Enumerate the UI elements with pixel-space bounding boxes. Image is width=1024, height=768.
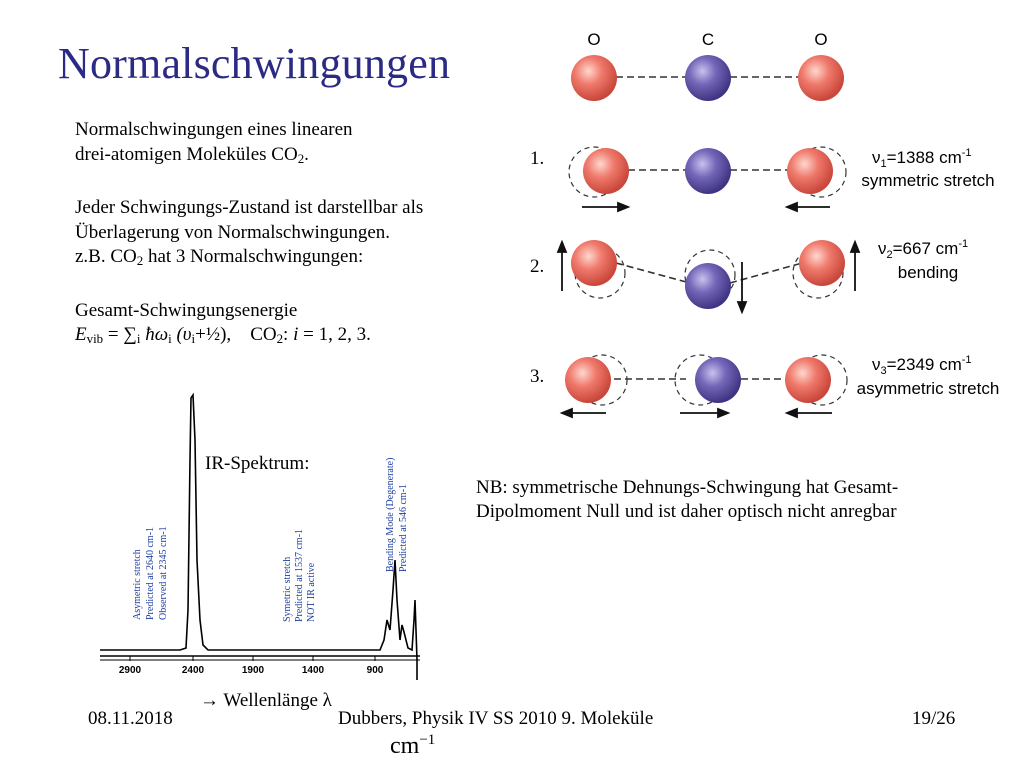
mode-label-2: ν2=667 cm-1 bending bbox=[878, 238, 968, 282]
annotation-sym: Symetric stretch Predicted at 1537 cm-1 … bbox=[282, 529, 317, 622]
arrow-down-icon bbox=[736, 262, 748, 315]
tick-label: 1400 bbox=[302, 665, 325, 676]
mode-name-3: asymmetric stretch bbox=[857, 379, 1000, 398]
mode-freq-1: ν1=1388 cm-1 bbox=[872, 147, 972, 170]
spectrum-tick-labels: 2900 2400 1900 1400 900 bbox=[119, 665, 384, 676]
svg-text:Symetric stretch: Symetric stretch bbox=[282, 557, 293, 622]
text-line: z.B. CO2 hat 3 Normalschwingungen: bbox=[75, 246, 364, 269]
mode-index-1: 1. bbox=[530, 148, 544, 169]
nb-note: NB: symmetrische Dehnungs-Schwingung hat… bbox=[476, 476, 996, 524]
annotation-asym: Asymetric stretch Predicted at 2640 cm-1… bbox=[132, 526, 169, 620]
mode-symmetric-stretch bbox=[568, 146, 847, 213]
text-line: drei-atomigen Moleküles CO2. bbox=[75, 143, 309, 166]
nb-line: NB: symmetrische Dehnungs-Schwingung hat… bbox=[476, 477, 899, 498]
unit-label: cm−1 bbox=[390, 732, 436, 759]
arrow-right-icon bbox=[582, 201, 631, 213]
annotation-bend: Bending Mode (Degenerate) Predicted at 5… bbox=[385, 458, 409, 572]
arrow-up-icon bbox=[556, 239, 568, 291]
mode-name-2: bending bbox=[898, 263, 959, 282]
footer-date: 08.11.2018 bbox=[88, 708, 173, 729]
svg-text:Bending Mode (Degenerate): Bending Mode (Degenerate) bbox=[385, 458, 396, 572]
svg-text:Asymetric stretch: Asymetric stretch bbox=[132, 549, 143, 620]
page-title: Normalschwingungen bbox=[58, 39, 451, 88]
tick-label: 900 bbox=[367, 665, 384, 676]
svg-text:Predicted at 2640 cm-1: Predicted at 2640 cm-1 bbox=[145, 527, 156, 620]
ir-spectrum: 2900 2400 1900 1400 900 Asymetric stretc… bbox=[100, 392, 420, 680]
arrow-up-icon bbox=[849, 239, 861, 291]
footer-page-number: 19/26 bbox=[912, 708, 956, 729]
nb-line: Dipolmoment Null und ist daher optisch n… bbox=[476, 501, 897, 522]
spectrum-line bbox=[100, 392, 418, 680]
text-line: Überlagerung von Normalschwingungen. bbox=[75, 221, 391, 243]
mode-name-1: symmetric stretch bbox=[861, 171, 994, 190]
oxygen-atom bbox=[571, 55, 617, 101]
footer-title: Dubbers, Physik IV SS 2010 9. Moleküle bbox=[338, 708, 654, 729]
arrow-left-icon bbox=[784, 201, 830, 213]
atom-label-o-left: O bbox=[587, 30, 600, 49]
arrow-left-icon bbox=[559, 407, 606, 419]
mode-index-3: 3. bbox=[530, 366, 544, 387]
mode-freq-3: ν3=2349 cm-1 bbox=[872, 354, 972, 377]
oxygen-atom bbox=[798, 55, 844, 101]
svg-text:Observed at 2345 cm-1: Observed at 2345 cm-1 bbox=[158, 526, 169, 620]
atom-label-o-right: O bbox=[814, 30, 827, 49]
spectrum-label: IR-Spektrum: bbox=[205, 453, 310, 474]
wavelength-label: → Wellenlänge λ bbox=[200, 690, 332, 711]
tick-label: 1900 bbox=[242, 665, 265, 676]
svg-text:Predicted at 546 cm-1: Predicted at 546 cm-1 bbox=[398, 484, 409, 572]
tick-label: 2400 bbox=[182, 665, 205, 676]
spectrum-ticks bbox=[129, 656, 376, 661]
svg-text:NOT IR active: NOT IR active bbox=[306, 562, 317, 622]
text-line: Jeder Schwingungs-Zustand ist darstellba… bbox=[75, 197, 424, 219]
atom-label-c: C bbox=[702, 30, 714, 49]
mode-freq-2: ν2=667 cm-1 bbox=[878, 238, 968, 261]
mode-index-2: 2. bbox=[530, 256, 544, 277]
mode-label-1: ν1=1388 cm-1 symmetric stretch bbox=[861, 147, 994, 190]
text-line: Normalschwingungen eines linearen bbox=[75, 119, 353, 140]
svg-text:Predicted at 1537 cm-1: Predicted at 1537 cm-1 bbox=[294, 529, 305, 622]
mode-label-3: ν3=2349 cm-1 asymmetric stretch bbox=[857, 354, 1000, 398]
description-text: Normalschwingungen eines linearen drei-a… bbox=[75, 118, 515, 352]
mode-bending bbox=[556, 239, 861, 315]
mode-asymmetric-stretch bbox=[559, 354, 848, 419]
arrow-right-icon bbox=[680, 407, 731, 419]
tick-label: 2900 bbox=[119, 665, 142, 676]
text-line: Gesamt-Schwingungsenergie bbox=[75, 299, 298, 321]
molecule-equilibrium bbox=[571, 55, 844, 101]
arrow-left-icon bbox=[784, 407, 832, 419]
carbon-atom bbox=[685, 55, 731, 101]
energy-formula: Evib = ∑i ħωi (υi+½), CO2: i = 1, 2, 3. bbox=[75, 324, 371, 347]
